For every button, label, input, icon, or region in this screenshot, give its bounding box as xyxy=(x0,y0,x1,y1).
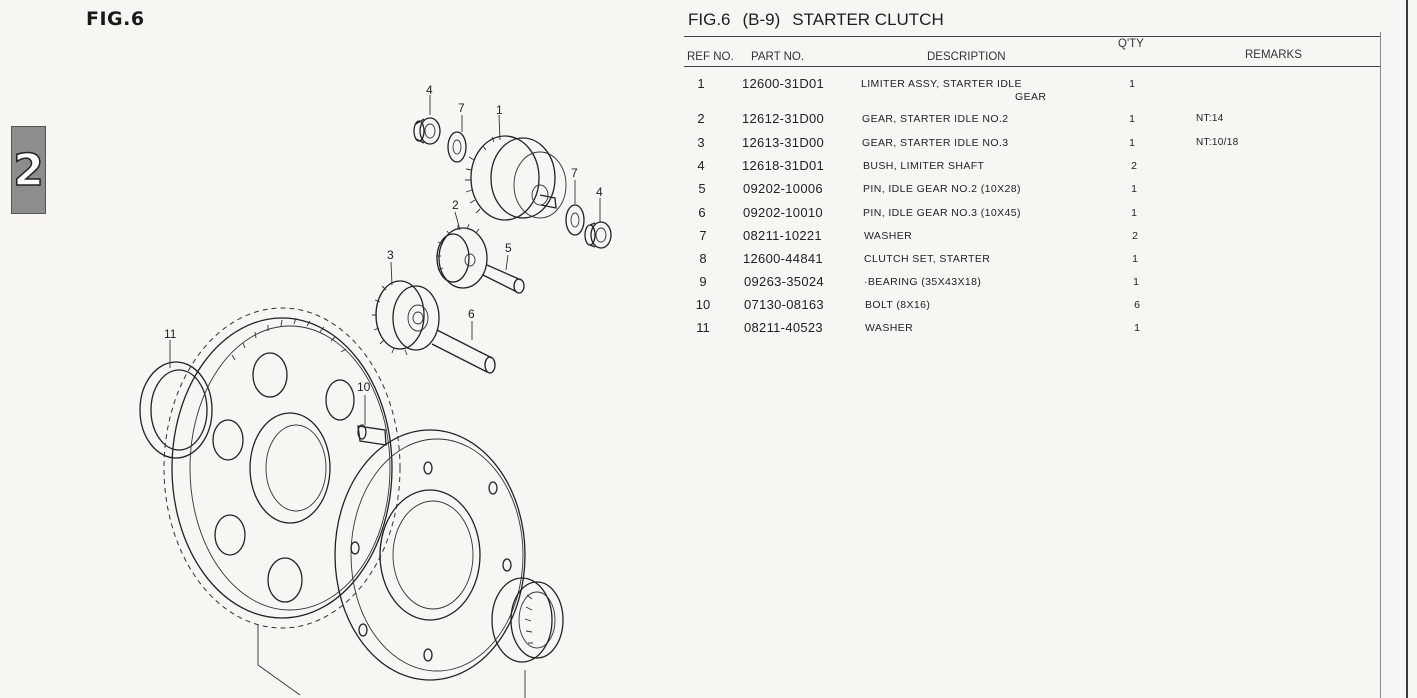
cell-ref: 6 xyxy=(698,205,706,220)
cell-part-no: 09202-10010 xyxy=(743,205,823,220)
cell-part-no: 09263-35024 xyxy=(744,274,824,289)
cell-qty: 1 xyxy=(1131,207,1137,219)
figure-label: FIG.6 xyxy=(86,8,145,30)
cell-description: ·BEARING (35X43X18) xyxy=(864,276,982,288)
header-top-rule xyxy=(684,36,1381,37)
page-edge-line xyxy=(1380,32,1381,698)
cell-description-cont: GEAR xyxy=(1015,91,1047,103)
part-clutch-plate xyxy=(334,429,526,681)
cell-part-no: 12618-31D01 xyxy=(742,158,825,173)
cell-description: GEAR, STARTER IDLE NO.3 xyxy=(862,137,1009,149)
cell-qty: 1 xyxy=(1134,322,1140,334)
cell-qty: 1 xyxy=(1129,137,1135,149)
cell-part-no: 12613-31D00 xyxy=(742,135,825,150)
callout-2: 2 xyxy=(452,198,459,212)
cell-ref: 9 xyxy=(699,274,707,289)
title-fig: FIG.6 xyxy=(688,10,731,29)
cell-description: BUSH, LIMITER SHAFT xyxy=(863,160,985,172)
cell-description: BOLT (8X16) xyxy=(865,299,931,311)
callout-5: 5 xyxy=(505,241,512,255)
callout-7-right: 7 xyxy=(571,166,578,180)
cell-qty: 1 xyxy=(1133,276,1139,288)
cell-ref: 1 xyxy=(697,76,705,91)
header-remarks: REMARKS xyxy=(1245,49,1302,61)
cell-qty: 1 xyxy=(1129,78,1135,90)
cell-ref: 11 xyxy=(696,320,710,335)
title-name: STARTER CLUTCH xyxy=(792,10,944,29)
cell-description: WASHER xyxy=(864,230,913,242)
cell-qty: 2 xyxy=(1132,230,1138,242)
part-limiter-assy xyxy=(465,135,567,221)
cell-ref: 8 xyxy=(699,251,707,266)
part-idle-gear-3 xyxy=(372,280,440,356)
callout-11: 11 xyxy=(164,327,177,341)
cell-description: LIMITER ASSY, STARTER IDLE xyxy=(861,78,1022,90)
part-pin-short xyxy=(482,264,525,294)
cell-description: PIN, IDLE GEAR NO.3 (10X45) xyxy=(863,207,1021,219)
section-number: 2 xyxy=(12,144,44,197)
callout-1: 1 xyxy=(496,103,503,117)
cell-description: CLUTCH SET, STARTER xyxy=(864,253,991,265)
cell-description: WASHER xyxy=(865,322,914,334)
part-bush-right xyxy=(584,221,612,249)
exploded-parts-diagram: 4 7 1 7 4 2 5 3 6 11 10 xyxy=(139,83,612,698)
part-washer-right xyxy=(565,204,585,236)
cell-remarks: NT:14 xyxy=(1196,113,1224,124)
part-bush-top xyxy=(413,117,441,145)
cell-qty: 2 xyxy=(1131,160,1137,172)
part-washer-top xyxy=(447,131,467,163)
cell-remarks: NT:10/18 xyxy=(1196,137,1239,148)
cell-part-no: 12600-31D01 xyxy=(742,76,825,91)
cell-ref: 5 xyxy=(698,181,706,196)
section-tab: 2 xyxy=(11,126,46,214)
cell-description: GEAR, STARTER IDLE NO.2 xyxy=(862,113,1009,125)
cell-ref: 10 xyxy=(695,297,711,312)
cell-qty: 1 xyxy=(1129,113,1135,125)
cell-qty: 1 xyxy=(1131,183,1137,195)
cell-ref: 3 xyxy=(697,135,705,150)
cell-part-no: 08211-10221 xyxy=(743,228,822,243)
cell-ref: 2 xyxy=(697,111,705,126)
part-bearing xyxy=(491,577,564,663)
part-bolt xyxy=(357,424,387,446)
title-code: (B-9) xyxy=(742,10,781,29)
cell-part-no: 07130-08163 xyxy=(744,297,824,312)
header-qty: Q'TY xyxy=(1118,38,1144,50)
cell-part-no: 09202-10006 xyxy=(743,181,823,196)
part-idle-gear-2 xyxy=(436,223,488,289)
callout-7-top: 7 xyxy=(458,101,465,115)
header-ref-no: REF NO. xyxy=(687,51,734,63)
callout-3: 3 xyxy=(387,248,394,262)
callout-4-right: 4 xyxy=(596,185,603,199)
callout-6: 6 xyxy=(468,307,475,321)
header-part-no: PART NO. xyxy=(751,51,805,63)
part-clutch-gear xyxy=(163,307,401,629)
table-title: FIG.6 (B-9) STARTER CLUTCH xyxy=(688,10,944,30)
cell-part-no: 12600-44841 xyxy=(743,251,823,266)
cell-ref: 4 xyxy=(697,158,705,173)
header-bottom-rule xyxy=(684,66,1381,67)
cell-ref: 7 xyxy=(699,228,707,243)
cell-qty: 1 xyxy=(1132,253,1138,265)
cell-qty: 6 xyxy=(1134,299,1140,311)
page-binding-edge xyxy=(1406,0,1408,698)
part-washer-large xyxy=(139,361,213,459)
callout-4-top: 4 xyxy=(426,83,433,97)
header-description: DESCRIPTION xyxy=(927,51,1006,63)
part-pin-long xyxy=(431,329,496,374)
cell-description: PIN, IDLE GEAR NO.2 (10X28) xyxy=(863,183,1021,195)
cell-part-no: 08211-40523 xyxy=(744,320,823,335)
callout-10: 10 xyxy=(357,380,371,394)
cell-part-no: 12612-31D00 xyxy=(742,111,825,126)
